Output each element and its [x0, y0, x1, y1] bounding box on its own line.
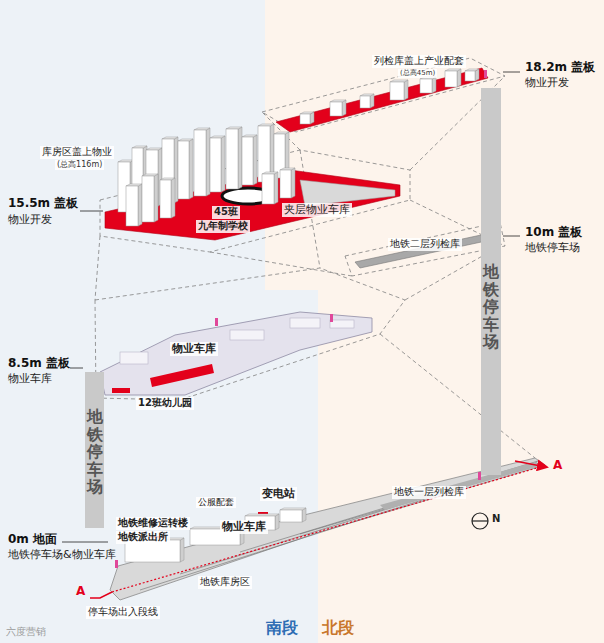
- label-text: 0m 地面: [8, 532, 57, 547]
- label-text: 南段: [266, 618, 298, 638]
- section-mark: [90, 592, 112, 598]
- deck-8-5: [100, 312, 372, 395]
- building-block: [226, 127, 242, 189]
- label-text: 45班: [212, 206, 240, 219]
- label-text: 地铁库房区: [198, 576, 252, 589]
- building-block: [330, 100, 346, 116]
- building-block: [242, 135, 257, 185]
- building-block: [262, 172, 278, 204]
- label-text: A: [76, 584, 85, 599]
- label-text: 列检库盖上产业配套: [372, 55, 466, 68]
- label-text: 物业车库: [8, 372, 52, 386]
- label-text: 变电站: [260, 487, 297, 501]
- building-block: [142, 174, 158, 222]
- column-text: 地铁停车场: [483, 263, 499, 351]
- building-block: [420, 77, 436, 93]
- depot-column: 地铁停车场: [481, 88, 501, 475]
- label-text: 物业开发: [525, 76, 569, 90]
- label-text: 10m 盖板: [525, 225, 582, 240]
- building-block: [126, 184, 142, 226]
- label-text: (总高45m): [398, 69, 437, 78]
- building-block: [160, 178, 175, 218]
- building-block: [210, 136, 225, 192]
- deck-8-5-detail: [120, 318, 354, 364]
- label-text: 8.5m 盖板: [8, 356, 70, 371]
- label-text: 地铁派出所: [116, 531, 170, 544]
- building-block: [194, 128, 210, 196]
- label-text: 12班幼儿园: [136, 397, 194, 410]
- layer-guides: [95, 58, 535, 458]
- section-line: [112, 467, 540, 592]
- building-block: [178, 139, 193, 199]
- label-text: 地铁维修运转楼: [116, 517, 190, 530]
- label-text: 六度营销: [6, 626, 46, 639]
- building-block: [360, 94, 374, 108]
- label-text: 15.5m 盖板: [8, 196, 78, 211]
- label-text: 地铁停车场&物业车库: [8, 548, 116, 562]
- label-text: N: [492, 513, 500, 526]
- kindergarten-block: [150, 364, 214, 387]
- label-text: 物业开发: [8, 213, 52, 227]
- stair-marker: [115, 70, 500, 568]
- deck-10: [355, 232, 500, 268]
- building-block: [300, 112, 314, 124]
- label-text: 北段: [322, 618, 354, 638]
- ground-level: [110, 458, 545, 600]
- label-text: 地铁停车场: [525, 241, 580, 255]
- label-text: 物业车库: [170, 342, 218, 356]
- building-block: [390, 80, 408, 100]
- label-text: 物业车库: [220, 520, 268, 534]
- deck-18-2: [276, 68, 488, 132]
- label-text: (总高116m): [55, 160, 104, 170]
- label-text: 地铁二层列检库: [388, 238, 462, 251]
- building-group: [118, 69, 479, 562]
- building-block: [465, 69, 479, 81]
- inspection-shed: [380, 462, 540, 510]
- label-text: 地铁一层列检库: [392, 486, 466, 499]
- building-block: [280, 508, 306, 522]
- leader-lines: [62, 72, 520, 542]
- section-arrow: [515, 461, 546, 467]
- column-text: 地铁停车场: [87, 408, 103, 496]
- label-text: 库房区盖上物业: [40, 146, 114, 159]
- label-text: A: [553, 458, 562, 473]
- label-text: 夹层物业车库: [282, 203, 352, 217]
- label-text: 公服配套: [196, 497, 236, 508]
- north-symbol: [472, 513, 488, 529]
- label-text: 九年制学校: [196, 220, 250, 233]
- building-block: [280, 168, 295, 198]
- building-block: [445, 69, 461, 87]
- kindergarten-block: [112, 388, 130, 393]
- label-text: 停车场出入段线: [86, 606, 160, 619]
- depot-column: 地铁停车场: [85, 372, 104, 528]
- label-text: 18.2m 盖板: [525, 60, 595, 75]
